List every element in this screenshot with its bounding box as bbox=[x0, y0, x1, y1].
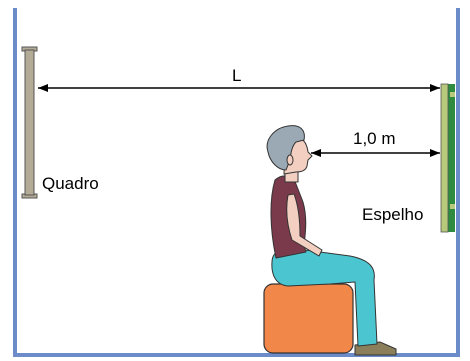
mirror-label: Espelho bbox=[362, 205, 423, 224]
distance-mirror-label: 1,0 m bbox=[353, 129, 396, 148]
distance-l-arrow bbox=[38, 84, 440, 92]
distance-mirror-arrow bbox=[311, 149, 440, 157]
right-wall bbox=[456, 8, 460, 357]
floor bbox=[13, 353, 460, 357]
mirror-icon bbox=[440, 83, 455, 233]
distance-l-label: L bbox=[232, 66, 241, 85]
seated-person-icon bbox=[266, 125, 397, 356]
painting-icon bbox=[21, 46, 38, 199]
stool-icon bbox=[263, 283, 354, 354]
left-wall bbox=[13, 8, 17, 357]
painting-label: Quadro bbox=[42, 174, 99, 193]
